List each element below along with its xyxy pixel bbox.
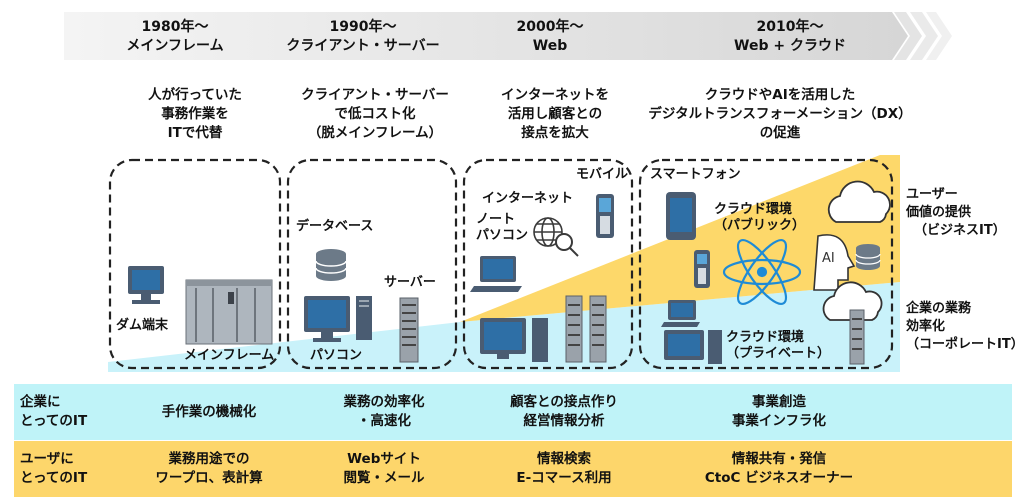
era-1990: 1990年～ クライアント・サーバー bbox=[268, 18, 458, 56]
era-2010: 2010年～ Web + クラウド bbox=[690, 18, 890, 56]
row-cell: 事業創造事業インフラ化 bbox=[731, 394, 827, 429]
era-2000-desc: インターネットを活用し顧客との接点を拡大 bbox=[501, 87, 609, 141]
dumb-terminal-label: ダム端末 bbox=[116, 318, 169, 333]
smartphone-icon bbox=[666, 192, 696, 240]
laptop-icon bbox=[470, 256, 522, 292]
era-2010-desc: クラウドやAIを活用したデジタルトランスフォーメーション（DX）の促進 bbox=[648, 87, 912, 141]
mobile-label: モバイル bbox=[576, 167, 629, 182]
timeline-arrow bbox=[64, 12, 952, 60]
cloud-icon bbox=[822, 281, 883, 321]
era-1980: 1980年～ メインフレーム bbox=[95, 18, 255, 56]
mainframe-icon bbox=[185, 279, 273, 345]
laptop-icon bbox=[661, 300, 700, 327]
efficiency-annotation: 企業の業務効率化（コーポレートIT） bbox=[906, 301, 1020, 352]
ai-label: AI bbox=[822, 251, 835, 266]
database-icon bbox=[315, 249, 347, 281]
era-1990-desc: クライアント・サーバーで低コスト化（脱メインフレーム） bbox=[301, 87, 449, 141]
row-cell: 業務用途でのワープロ、表計算 bbox=[155, 451, 263, 486]
row-header: 企業にとってのIT bbox=[20, 394, 88, 429]
cloud-public-label: クラウド環境（パブリック） bbox=[714, 202, 806, 233]
server-icon bbox=[399, 297, 419, 363]
database-icon bbox=[855, 244, 881, 270]
internet-label: インターネット bbox=[482, 191, 574, 206]
illustration: AI bbox=[108, 155, 900, 372]
server-icon bbox=[565, 295, 607, 363]
cloud-icon bbox=[827, 180, 891, 223]
mobile-phone-icon bbox=[694, 250, 710, 288]
row-cell: 業務の効率化・高速化 bbox=[343, 394, 425, 429]
era-box-1980 bbox=[108, 158, 282, 370]
ai-head-icon: AI bbox=[813, 234, 856, 291]
era-year: 1990年～ bbox=[329, 19, 397, 35]
user-value-annotation: ユーザー価値の提供（ビジネスIT） bbox=[906, 187, 1006, 238]
row-enterprise-it: 企業にとってのIT 手作業の機械化 業務の効率化・高速化 顧客との接点作り経営情… bbox=[14, 384, 1012, 440]
pc-icon bbox=[664, 330, 722, 364]
era-name: メインフレーム bbox=[126, 38, 224, 54]
era-name: クライアント・サーバー bbox=[286, 38, 440, 54]
smartphone-label: スマートフォン bbox=[650, 167, 741, 182]
cloud-private-label: クラウド環境（プライベート） bbox=[726, 330, 831, 361]
row-cell: 顧客との接点作り経営情報分析 bbox=[510, 394, 618, 429]
database-label: データベース bbox=[296, 219, 374, 234]
era-year: 2010年～ bbox=[756, 19, 824, 35]
row-cell: 手作業の機械化 bbox=[161, 403, 257, 420]
chevron-icon bbox=[926, 12, 952, 60]
row-user-it: ユーザにとってのIT 業務用途でのワープロ、表計算 Webサイト閲覧・メール 情… bbox=[14, 441, 1012, 497]
pc-icon bbox=[304, 296, 372, 342]
atom-icon bbox=[722, 239, 802, 305]
pc-icon bbox=[480, 318, 548, 362]
era-name: Web bbox=[532, 38, 568, 54]
row-header: ユーザにとってのIT bbox=[20, 451, 88, 486]
pc-label: パソコン bbox=[310, 348, 363, 363]
era-box-2010 bbox=[638, 158, 894, 370]
row-cell: Webサイト閲覧・メール bbox=[343, 451, 425, 486]
era-year: 1980年～ bbox=[141, 19, 209, 35]
era-year: 2000年～ bbox=[516, 19, 584, 35]
notebook-pc-label: ノートパソコン bbox=[476, 212, 529, 243]
era-box-1990 bbox=[286, 158, 458, 370]
chevron-icon bbox=[894, 12, 922, 60]
chevron-icon bbox=[910, 12, 938, 60]
mobile-phone-icon bbox=[596, 194, 614, 238]
era-2000: 2000年～ Web bbox=[475, 18, 625, 56]
era-name: Web + クラウド bbox=[734, 38, 846, 54]
monitor-icon bbox=[128, 266, 164, 304]
magnifier-icon bbox=[555, 233, 579, 257]
era-box-2000 bbox=[462, 158, 634, 370]
server-icon bbox=[849, 309, 865, 365]
mainframe-label: メインフレーム bbox=[184, 348, 275, 363]
server-label: サーバー bbox=[384, 275, 436, 290]
